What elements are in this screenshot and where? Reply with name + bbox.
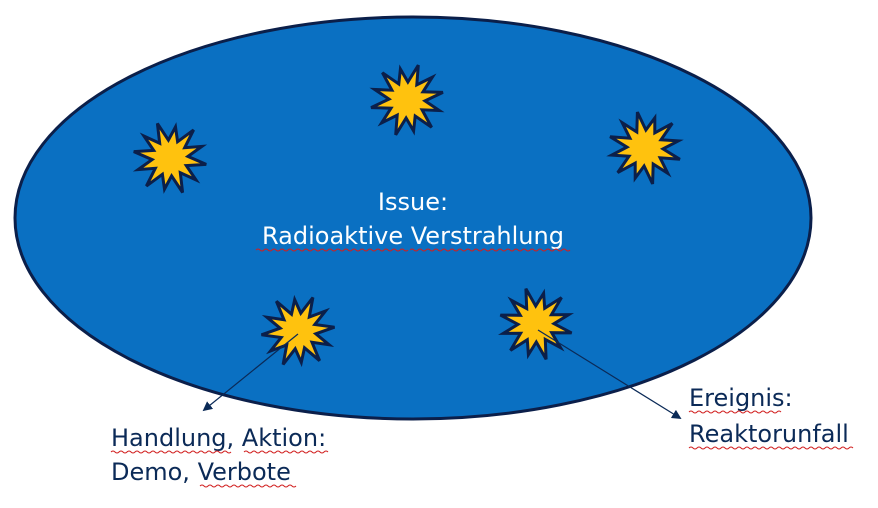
spellcheck-underline — [409, 248, 571, 252]
explosion-star-icon — [369, 64, 445, 136]
stars-group — [132, 64, 684, 368]
spellcheck-underline — [255, 248, 409, 252]
arrow-to-event — [537, 329, 682, 419]
explosion-star-icon — [606, 111, 684, 185]
spellcheck-underline — [688, 410, 782, 414]
event-label-title: Ereignis: — [689, 384, 793, 412]
explosion-star-icon — [132, 122, 208, 194]
spellcheck-underline — [199, 484, 297, 488]
arrow-to-action — [202, 333, 299, 412]
event-label-example: Reaktorunfall — [689, 420, 849, 448]
spellcheck-underline — [243, 450, 329, 454]
explosion-star-icon — [261, 294, 335, 368]
issue-subtitle: Radioaktive Verstrahlung — [262, 222, 564, 250]
action-label-examples: Demo, Verbote — [111, 458, 291, 486]
issue-ellipse — [13, 15, 813, 421]
spellcheck-underline — [688, 446, 854, 450]
issue-title: Issue: — [378, 188, 448, 216]
explosion-star-icon — [497, 287, 575, 361]
spellcheck-underline — [110, 450, 232, 454]
action-label-title: Handlung, Aktion: — [111, 424, 326, 452]
